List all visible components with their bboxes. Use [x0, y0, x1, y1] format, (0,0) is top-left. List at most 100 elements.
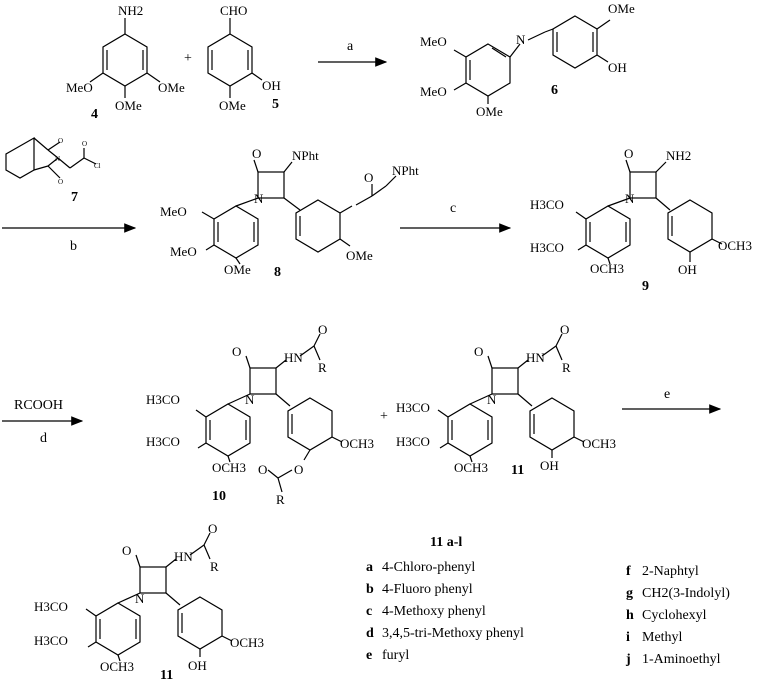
hn-label: HN — [284, 350, 303, 365]
ome-label: OMe — [115, 98, 142, 113]
compound-9: O NH2 N H3CO H3CO OCH3 OH OCH3 9 — [530, 146, 752, 294]
n-label: N — [254, 191, 264, 206]
svg-text:j: j — [625, 652, 631, 667]
compound-number: 11 — [160, 668, 173, 683]
ome-label: OMe — [158, 80, 185, 95]
plus-sign: + — [184, 51, 192, 66]
plus-sign: + — [380, 409, 388, 424]
step-label: a — [347, 39, 354, 54]
o-label: O — [82, 140, 87, 148]
o-label: O — [474, 344, 483, 359]
och3-label: OCH3 — [582, 436, 616, 451]
och3-label: OCH3 — [340, 436, 374, 451]
n-label: N — [516, 32, 526, 47]
svg-text:1-Aminoethyl: 1-Aminoethyl — [642, 652, 721, 667]
compound-11: O HN O R N H3CO H3CO OCH3 OH OCH3 11 — [34, 521, 264, 683]
step-label: b — [70, 239, 77, 254]
compound-11-product: O HN O R N H3CO H3CO OCH3 OH OCH3 11 — [396, 322, 616, 478]
reaction-arrow-c: c — [400, 201, 512, 233]
n-label: N — [245, 392, 255, 407]
oh-label: OH — [608, 60, 627, 75]
compound-number: 7 — [71, 190, 78, 205]
o-label: O — [252, 146, 261, 161]
meo-label: MeO — [420, 34, 447, 49]
h3co-label: H3CO — [396, 400, 430, 415]
meo-label: MeO — [66, 80, 93, 95]
n-label: N — [625, 191, 635, 206]
r-label: R — [210, 559, 219, 574]
compound-8: O NPht N NPht O MeO MeO OMe OMe 8 — [160, 146, 419, 280]
compound-number: 9 — [642, 279, 649, 294]
compound-5: CHO OH OMe 5 — [207, 3, 281, 113]
o-label: O — [364, 170, 373, 185]
cho-label: CHO — [220, 3, 247, 18]
substituent-legend: 11 a-l a 4-Chloro-phenyl b 4-Fluoro phen… — [366, 535, 730, 667]
hn-label: HN — [174, 549, 193, 564]
reagent-label: RCOOH — [14, 398, 63, 413]
h3co-label: H3CO — [396, 434, 430, 449]
och3-label: OCH3 — [230, 635, 264, 650]
o-label: O — [258, 462, 267, 477]
svg-text:4-Fluoro phenyl: 4-Fluoro phenyl — [382, 582, 473, 597]
legend-item-c: c 4-Methoxy phenyl — [366, 604, 486, 619]
npht-label: NPht — [292, 148, 319, 163]
compound-4: NH2 MeO OMe OMe 4 — [66, 3, 185, 122]
legend-item-b: b 4-Fluoro phenyl — [366, 582, 473, 597]
npht-label: NPht — [392, 163, 419, 178]
nh2-label: NH2 — [118, 3, 143, 18]
n-label: N — [55, 155, 60, 163]
svg-text:2-Naphtyl: 2-Naphtyl — [642, 564, 699, 579]
reaction-arrow-d: RCOOH d — [2, 398, 84, 446]
svg-text:g: g — [626, 586, 633, 601]
svg-text:h: h — [626, 608, 634, 623]
legend-item-a: a 4-Chloro-phenyl — [366, 560, 475, 575]
svg-text:4-Methoxy phenyl: 4-Methoxy phenyl — [382, 604, 486, 619]
och3-label: OCH3 — [212, 460, 246, 475]
r-label: R — [318, 360, 327, 375]
reaction-arrow-e: e — [622, 387, 722, 414]
ome-label: OMe — [476, 104, 503, 119]
compound-number: 6 — [551, 83, 558, 98]
svg-text:d: d — [366, 626, 374, 641]
cl-label: Cl — [94, 162, 101, 170]
svg-text:4-Chloro-phenyl: 4-Chloro-phenyl — [382, 560, 475, 575]
step-label: d — [40, 431, 47, 446]
r-label: R — [562, 360, 571, 375]
nh2-label: NH2 — [666, 148, 691, 163]
meo-label: MeO — [160, 204, 187, 219]
n-label: N — [135, 591, 145, 606]
legend-item-e: e furyl — [366, 648, 409, 663]
o-label: O — [122, 543, 131, 558]
o-label: O — [560, 322, 569, 337]
legend-item-j: j 1-Aminoethyl — [625, 652, 721, 667]
h3co-label: H3CO — [530, 240, 564, 255]
legend-item-d: d 3,4,5-tri-Methoxy phenyl — [366, 626, 524, 641]
svg-text:b: b — [366, 582, 374, 597]
svg-text:Methyl: Methyl — [642, 630, 683, 645]
oh-label: OH — [540, 458, 559, 473]
o-label: O — [294, 462, 303, 477]
h3co-label: H3CO — [34, 633, 68, 648]
o-label: O — [318, 322, 327, 337]
compound-7: O N O Cl O 7 — [5, 136, 101, 205]
step-label: e — [664, 387, 670, 402]
och3-label: OCH3 — [590, 261, 624, 276]
legend-item-i: i Methyl — [626, 630, 683, 645]
n-label: N — [487, 392, 497, 407]
compound-number: 10 — [212, 489, 226, 504]
ome-label: OMe — [224, 262, 251, 277]
reaction-arrow-b: b — [2, 223, 137, 254]
svg-text:e: e — [366, 648, 372, 663]
ome-label: OMe — [608, 1, 635, 16]
svg-text:3,4,5-tri-Methoxy phenyl: 3,4,5-tri-Methoxy phenyl — [382, 626, 524, 641]
ome-label: OMe — [219, 98, 246, 113]
o-label: O — [58, 137, 63, 145]
svg-text:i: i — [626, 630, 630, 645]
step-label: c — [450, 201, 456, 216]
meo-label: MeO — [170, 244, 197, 259]
h3co-label: H3CO — [34, 599, 68, 614]
o-label: O — [208, 521, 217, 536]
o-label: O — [232, 344, 241, 359]
compound-number: 4 — [91, 107, 98, 122]
